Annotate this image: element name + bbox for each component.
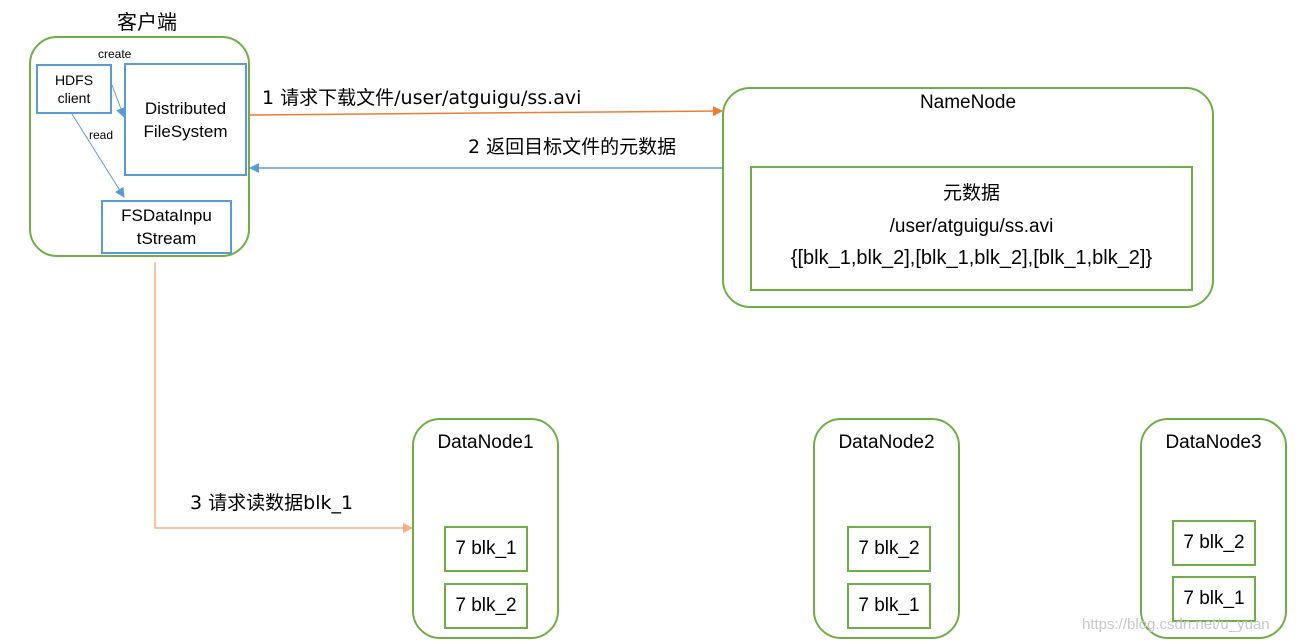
client-container: [29, 36, 250, 257]
datanode1-title: DataNode1: [437, 432, 534, 453]
datanode2-container: [813, 418, 960, 639]
watermark: https://blog.csdn.net/u_yuan: [1082, 616, 1270, 633]
datanode3-container: [1140, 418, 1287, 639]
namenode-title: NameNode: [919, 92, 1017, 113]
metadata-blocks: {[blk_1,blk_2],[blk_1,blk_2],[blk_1,blk_…: [790, 247, 1153, 269]
datanode1-block-2: 7 blk_2: [444, 583, 528, 629]
read-label: read: [89, 128, 114, 142]
fsdatainputstream-box: FSDataInpu tStream: [101, 200, 232, 254]
hdfs-client-label: HDFS client: [54, 72, 94, 106]
arrow-request-download: [248, 106, 723, 117]
datanode2-block-1: 7 blk_2: [847, 526, 931, 572]
hdfs-client-box: HDFS client: [36, 64, 112, 114]
datanode3-block-2: 7 blk_1: [1172, 576, 1256, 622]
datanode2-block-2: 7 blk_1: [847, 583, 931, 629]
metadata-path: /user/atguigu/ss.avi: [889, 216, 1054, 237]
step3-label: 3 请求读数据blk_1: [190, 492, 354, 514]
namenode-container: [722, 87, 1214, 308]
datanode3-block-1: 7 blk_2: [1172, 520, 1256, 566]
distributed-filesystem-label: Distributed FileSystem: [143, 98, 228, 141]
metadata-box: 元数据 /user/atguigu/ss.avi {[blk_1,blk_2],…: [750, 166, 1193, 291]
datanode3-title: DataNode3: [1165, 432, 1262, 453]
arrow-create: [111, 84, 126, 118]
datanode1-container: [412, 418, 559, 639]
datanode1-block-1: 7 blk_1: [444, 526, 528, 572]
create-label: create: [98, 47, 132, 61]
distributed-filesystem-box: Distributed FileSystem: [124, 63, 247, 176]
client-title: 客户端: [117, 10, 177, 34]
arrow-read-block: [154, 262, 413, 533]
fsdatainputstream-label: FSDataInpu tStream: [121, 206, 212, 248]
metadata-title: 元数据: [942, 182, 1000, 204]
arrow-read: [71, 113, 125, 198]
step2-label: 2 返回目标文件的元数据: [468, 136, 677, 158]
datanode2-title: DataNode2: [838, 432, 935, 453]
step1-label: 1 请求下载文件/user/atguigu/ss.avi: [262, 87, 582, 109]
